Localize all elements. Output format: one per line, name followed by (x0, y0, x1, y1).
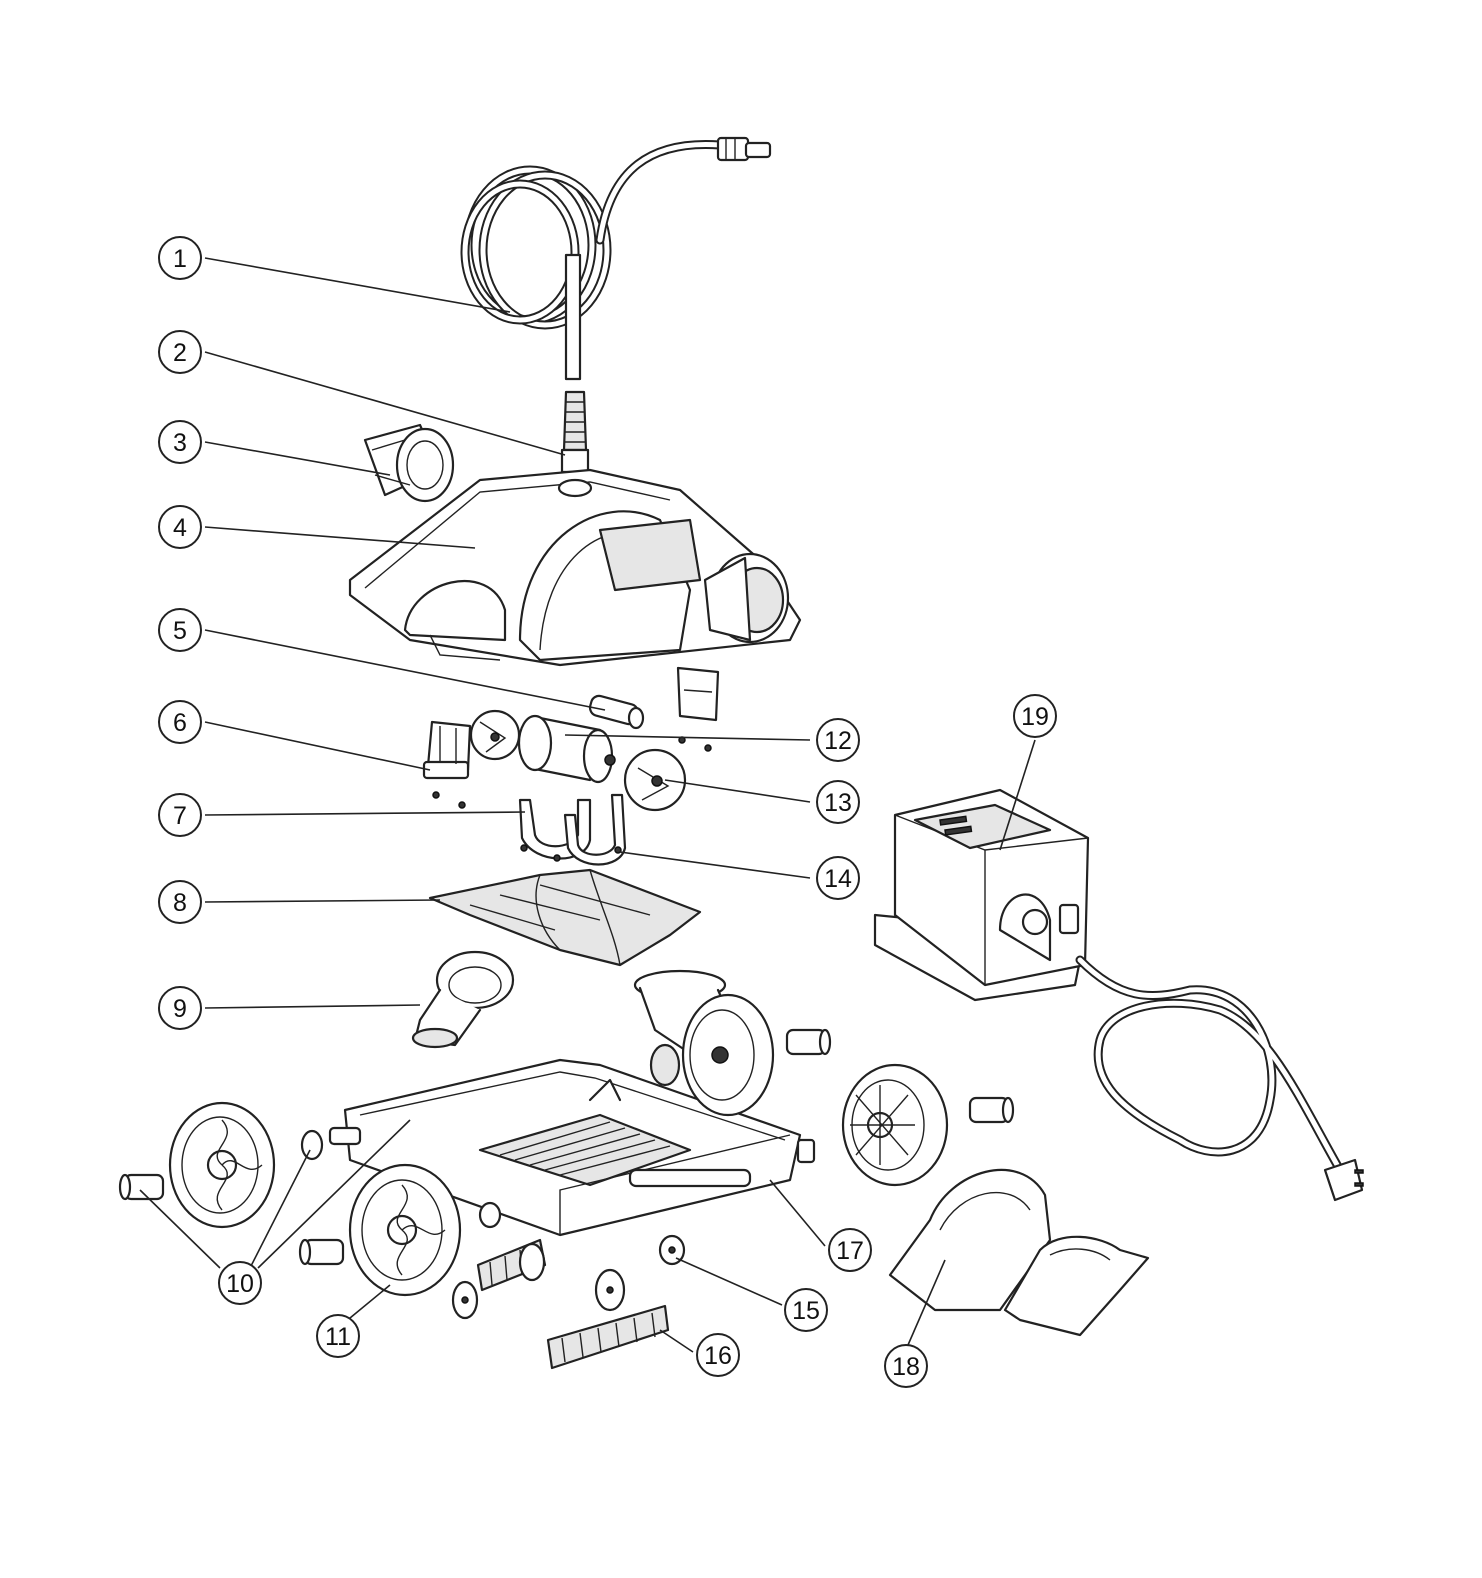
part-3-port-cap (363, 423, 455, 503)
callout-5: 5 (158, 608, 202, 652)
callout-circle (316, 1314, 360, 1358)
callout-number: 17 (836, 1237, 864, 1265)
callout-circle (828, 1228, 872, 1272)
callout-16: 16 (696, 1333, 740, 1377)
callout-number: 18 (892, 1353, 920, 1381)
wheel-rear-right (681, 993, 775, 1117)
callout-number: 13 (824, 789, 852, 817)
callout-circle (158, 236, 202, 280)
leader-lines (139, 257, 1036, 1353)
callout-18: 18 (884, 1344, 928, 1388)
callout-7: 7 (158, 793, 202, 837)
part-impeller-left (469, 709, 521, 761)
part-6-motor-bracket (422, 720, 472, 809)
part-16-brush (546, 1304, 670, 1370)
callout-number: 10 (226, 1270, 254, 1298)
callout-circle (784, 1288, 828, 1332)
callout-circle (816, 718, 860, 762)
callout-19: 19 (1013, 694, 1057, 738)
callout-circle (884, 1344, 928, 1388)
callout-12: 12 (816, 718, 860, 762)
part-13-impeller (623, 748, 687, 812)
callout-11: 11 (316, 1314, 360, 1358)
callout-circle (158, 330, 202, 374)
part-19-power-supply (873, 788, 1364, 1202)
callout-6: 6 (158, 700, 202, 744)
callout-number: 1 (173, 245, 187, 273)
part-15-brush-caps (451, 1234, 686, 1320)
callout-1: 1 (158, 236, 202, 280)
callout-9: 9 (158, 986, 202, 1030)
callout-number: 12 (824, 727, 852, 755)
callout-circle (1013, 694, 1057, 738)
callout-circle (158, 793, 202, 837)
part-5-motor-shaft (588, 694, 645, 730)
callout-10: 10 (218, 1261, 262, 1305)
callout-2: 2 (158, 330, 202, 374)
callout-15: 15 (784, 1288, 828, 1332)
part-7-motor-clamps (518, 793, 627, 866)
callout-number: 3 (173, 429, 187, 457)
part-12-motor (517, 714, 616, 784)
part-bracket-right (676, 666, 720, 752)
callout-circle (158, 420, 202, 464)
callout-number: 6 (173, 709, 187, 737)
callout-circle (158, 700, 202, 744)
part-17-chassis (328, 1058, 816, 1237)
callout-number: 8 (173, 889, 187, 917)
callout-number: 9 (173, 995, 187, 1023)
callout-circle (816, 856, 860, 900)
part-8-filter-grid (428, 868, 702, 967)
callout-circle (158, 608, 202, 652)
callout-circle (158, 880, 202, 924)
callout-number: 11 (325, 1323, 351, 1351)
part-9-elbow-duct (411, 950, 515, 1049)
callout-circle (696, 1333, 740, 1377)
callout-number: 7 (173, 802, 187, 830)
part-4-top-cover (348, 468, 802, 667)
callout-3: 3 (158, 420, 202, 464)
callout-circle (816, 780, 860, 824)
callout-14: 14 (816, 856, 860, 900)
callout-8: 8 (158, 880, 202, 924)
callout-number: 14 (824, 865, 852, 893)
part-2-cable-strain-relief (560, 390, 590, 474)
callout-circle (218, 1261, 262, 1305)
part-11-wheel-left-front (348, 1163, 462, 1297)
callout-number: 4 (173, 514, 187, 542)
callout-circle (158, 986, 202, 1030)
callout-number: 2 (173, 339, 187, 367)
wheel-front-right (841, 1063, 949, 1187)
callout-number: 5 (173, 617, 187, 645)
part-16-brush-upper (476, 1238, 547, 1292)
part-1-floating-cable (460, 136, 772, 381)
callout-circle (158, 505, 202, 549)
part-10-bushings (118, 1028, 1015, 1266)
callout-number: 15 (792, 1297, 820, 1325)
callout-17: 17 (828, 1228, 872, 1272)
callout-4: 4 (158, 505, 202, 549)
callout-13: 13 (816, 780, 860, 824)
part-11-wheel-left-rear (168, 1101, 276, 1229)
callout-number: 19 (1021, 703, 1049, 731)
callout-number: 16 (704, 1342, 732, 1370)
part-18-filter-bags (888, 1168, 1150, 1337)
